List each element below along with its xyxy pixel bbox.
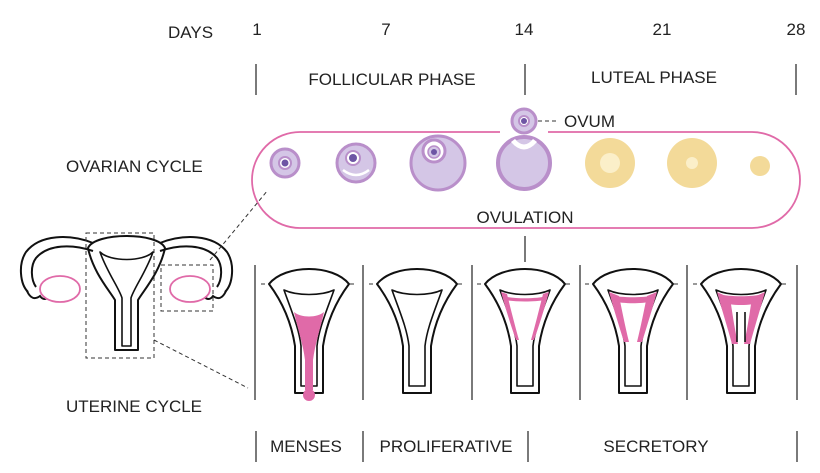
day-label-14: 14: [515, 20, 534, 39]
ovary-outline: [251, 131, 801, 229]
uterine-cycle-label: UTERINE CYCLE: [66, 397, 202, 416]
menses-label: MENSES: [270, 437, 342, 456]
luteal-phase-label: LUTEAL PHASE: [591, 68, 717, 87]
ovum: [510, 107, 538, 135]
uterus-proliferative: [369, 268, 465, 394]
ovary-zoom-line: [209, 189, 269, 261]
uterus-zoom-line: [153, 339, 249, 389]
day-label-21: 21: [653, 20, 672, 39]
corpus-luteum-early: [585, 138, 635, 188]
reproductive-tract-illustration: [20, 232, 233, 359]
days-label: DAYS: [168, 23, 213, 42]
secondary-follicle: [409, 134, 467, 192]
ovarian-phase-bar: FOLLICULAR PHASE LUTEAL PHASE: [255, 64, 797, 95]
ovulation-label: OVULATION: [477, 208, 574, 227]
uterine-panel-dividers: [254, 265, 798, 400]
day-label-7: 7: [381, 20, 390, 39]
ruptured-follicle: [496, 135, 552, 191]
uterine-phase-bar: MENSES PROLIFERATIVE SECRETORY: [255, 431, 798, 462]
proliferative-label: PROLIFERATIVE: [380, 437, 513, 456]
ovarian-cycle-label: OVARIAN CYCLE: [66, 157, 203, 176]
uterus-late-secretory: [693, 268, 789, 394]
ovum-label: OVUM: [564, 112, 615, 131]
follicular-phase-label: FOLLICULAR PHASE: [308, 70, 475, 89]
day-label-28: 28: [787, 20, 806, 39]
uterus-early-secretory: [477, 268, 573, 394]
primordial-follicle: [269, 147, 301, 179]
day-label-1: 1: [252, 20, 261, 39]
uterus-menses: [261, 268, 357, 401]
corpus-albicans: [750, 156, 770, 176]
uterus-mid-secretory: [585, 268, 681, 394]
corpus-luteum-late: [667, 138, 717, 188]
day-ticks: 1 7 14 21 28: [252, 20, 805, 39]
primary-follicle: [335, 142, 377, 184]
secretory-label: SECRETORY: [603, 437, 708, 456]
